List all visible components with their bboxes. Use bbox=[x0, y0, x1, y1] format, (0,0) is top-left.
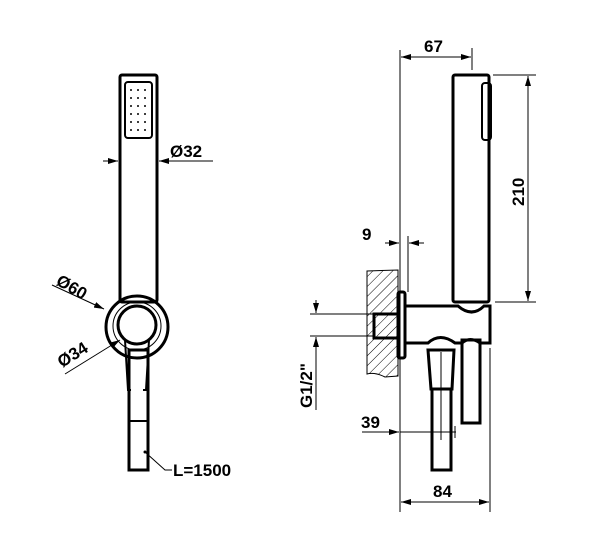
holder-stem bbox=[460, 338, 482, 425]
dim-label-hose-length: L=1500 bbox=[173, 461, 231, 480]
dim-label-60: Ø60 bbox=[53, 271, 90, 304]
dim-label-39: 39 bbox=[361, 413, 380, 432]
leader-60 bbox=[51, 284, 105, 310]
dim-label-67: 67 bbox=[424, 37, 443, 56]
leader-34 bbox=[64, 339, 121, 375]
dim-label-9: 9 bbox=[362, 225, 371, 244]
front-view: Ø32 Ø60 Ø34 L=1500 bbox=[51, 73, 231, 480]
handle-side bbox=[451, 73, 491, 304]
dim-label-32: Ø32 bbox=[170, 142, 202, 161]
dim-label-thread: G1/2" bbox=[297, 363, 316, 408]
dim-label-210: 210 bbox=[509, 178, 528, 206]
side-view: 67 210 9 G1/2" 39 84 bbox=[297, 37, 536, 512]
spray-face bbox=[124, 81, 153, 139]
dim-label-34: Ø34 bbox=[54, 338, 92, 371]
holder-body bbox=[405, 304, 492, 345]
holder-inner-ring bbox=[116, 304, 158, 346]
spray-nozzles bbox=[130, 89, 146, 131]
wall-flange bbox=[396, 290, 407, 360]
hose bbox=[127, 348, 150, 472]
dim-label-84: 84 bbox=[433, 482, 452, 501]
spray-face-side bbox=[481, 82, 492, 141]
leader-hose-length bbox=[144, 451, 172, 471]
wall-section bbox=[366, 269, 399, 378]
holder-outer-ring bbox=[104, 294, 170, 360]
